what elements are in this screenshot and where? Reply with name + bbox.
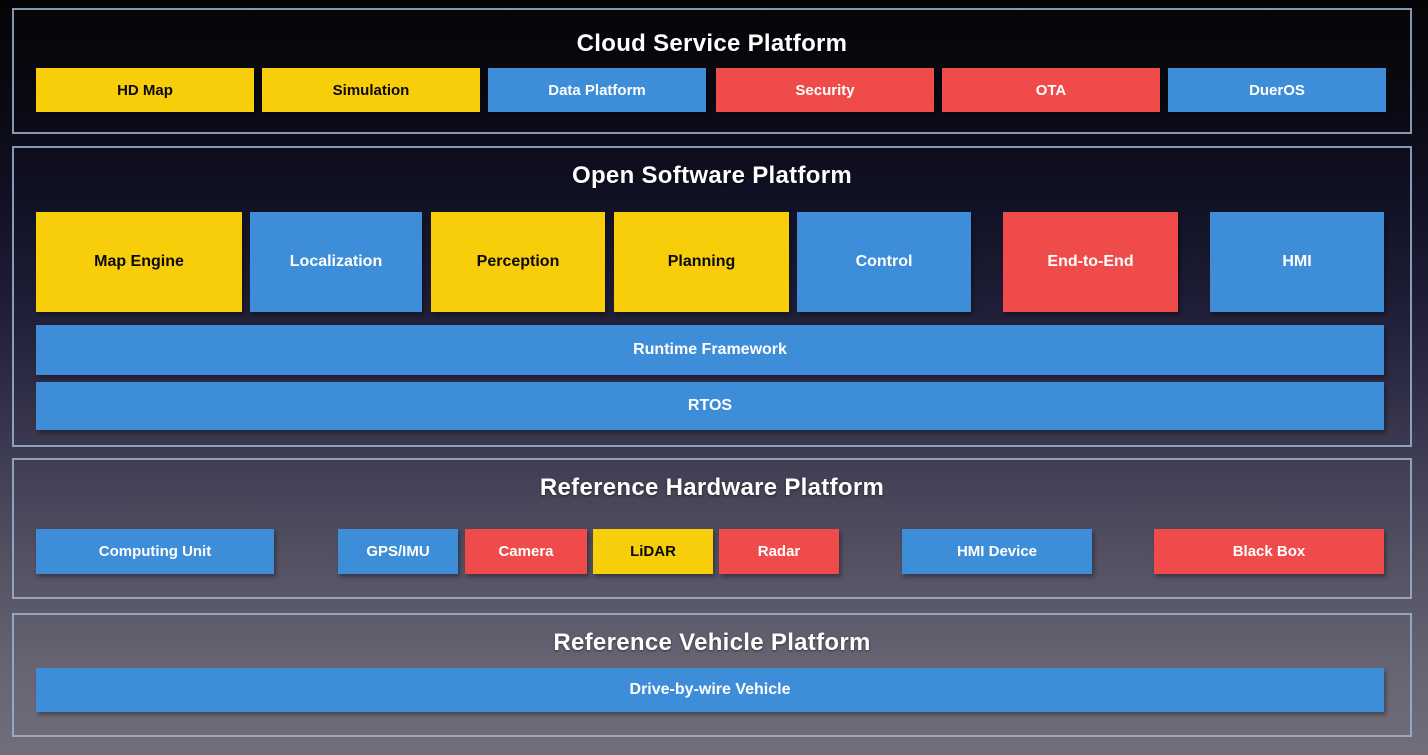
- hardware-box-hmi-device: HMI Device: [902, 529, 1092, 574]
- section-open-software-platform: Open Software Platform Map Engine Locali…: [12, 146, 1412, 447]
- cloud-box-dueros: DuerOS: [1168, 68, 1386, 112]
- software-module-hmi-label: HMI: [1282, 253, 1312, 270]
- cloud-box-simulation: Simulation: [262, 68, 480, 112]
- software-module-localization: Localization: [250, 212, 422, 312]
- software-module-localization-label: Localization: [289, 253, 383, 270]
- cloud-box-security: Security: [716, 68, 934, 112]
- hardware-box-computing-unit: Computing Unit: [36, 529, 274, 574]
- software-module-hmi: HMI: [1210, 212, 1384, 312]
- section-reference-hardware-platform: Reference Hardware Platform Computing Un…: [12, 458, 1412, 599]
- hardware-box-camera-label: Camera: [498, 543, 554, 560]
- vehicle-bar-drive-by-wire: Drive-by-wire Vehicle: [36, 668, 1384, 712]
- software-module-perception: Perception: [431, 212, 605, 312]
- hardware-box-computing-unit-label: Computing Unit: [98, 543, 212, 560]
- software-bar-rtos-label: RTOS: [687, 397, 733, 414]
- software-module-control: Control: [797, 212, 971, 312]
- hardware-section-title: Reference Hardware Platform: [539, 474, 885, 501]
- hardware-box-hmi-device-label: HMI Device: [956, 543, 1038, 560]
- cloud-box-hd-map: HD Map: [36, 68, 254, 112]
- cloud-box-ota: OTA: [942, 68, 1160, 112]
- hardware-box-lidar: LiDAR: [593, 529, 713, 574]
- hardware-box-radar: Radar: [719, 529, 839, 574]
- cloud-box-simulation-label: Simulation: [332, 81, 410, 99]
- software-module-control-label: Control: [855, 253, 913, 270]
- hardware-box-black-box: Black Box: [1154, 529, 1384, 574]
- software-module-planning-label: Planning: [667, 253, 736, 270]
- hardware-box-lidar-label: LiDAR: [630, 543, 676, 560]
- section-cloud-service-platform: Cloud Service Platform HD Map Simulation…: [12, 8, 1412, 134]
- software-section-title: Open Software Platform: [572, 162, 852, 189]
- vehicle-section-title: Reference Vehicle Platform: [553, 629, 871, 656]
- hardware-box-camera: Camera: [465, 529, 587, 574]
- software-bar-runtime-framework-label: Runtime Framework: [633, 341, 787, 358]
- cloud-box-data-platform: Data Platform: [488, 68, 706, 112]
- software-module-map-engine: Map Engine: [36, 212, 242, 312]
- software-module-map-engine-label: Map Engine: [94, 253, 184, 270]
- software-module-planning: Planning: [614, 212, 789, 312]
- software-module-end-to-end: End-to-End: [1003, 212, 1178, 312]
- hardware-box-gps-imu: GPS/IMU: [338, 529, 458, 574]
- software-bar-runtime-framework: Runtime Framework: [36, 325, 1384, 375]
- software-module-perception-label: Perception: [476, 253, 560, 270]
- cloud-section-title: Cloud Service Platform: [576, 30, 848, 57]
- cloud-box-ota-label: OTA: [1035, 81, 1067, 99]
- cloud-box-data-platform-label: Data Platform: [548, 81, 646, 99]
- vehicle-bar-drive-by-wire-label: Drive-by-wire Vehicle: [629, 681, 791, 698]
- cloud-box-hd-map-label: HD Map: [117, 81, 173, 99]
- cloud-box-security-label: Security: [795, 81, 855, 99]
- software-bar-rtos: RTOS: [36, 382, 1384, 430]
- hardware-box-black-box-label: Black Box: [1232, 543, 1306, 560]
- hardware-box-radar-label: Radar: [757, 543, 801, 560]
- cloud-box-dueros-label: DuerOS: [1249, 81, 1305, 99]
- section-reference-vehicle-platform: Reference Vehicle Platform Drive-by-wire…: [12, 613, 1412, 737]
- software-module-end-to-end-label: End-to-End: [1047, 253, 1134, 270]
- hardware-box-gps-imu-label: GPS/IMU: [366, 543, 430, 560]
